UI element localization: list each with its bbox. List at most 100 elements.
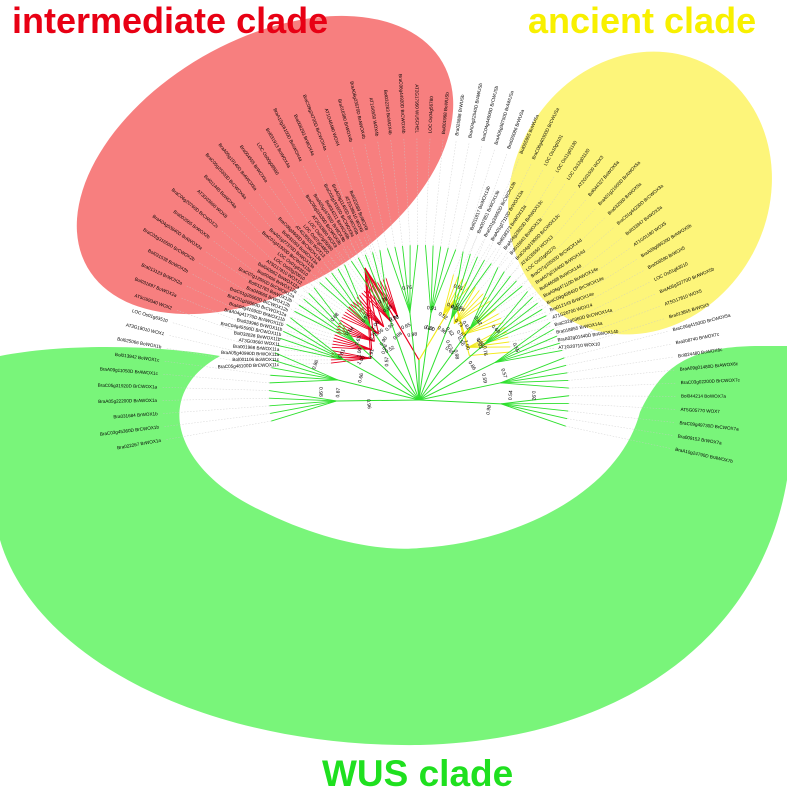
wus-leaf-branch	[450, 263, 492, 320]
ancient-leaf-branch	[469, 351, 511, 357]
ancient-guide-line	[471, 247, 497, 285]
wus-leaf-label: Bol044214 BoWOX7a	[681, 394, 726, 399]
intermediate-leaf-branch	[366, 288, 391, 322]
wus-leaf-label: Bol032283 BoWOX4b	[383, 90, 393, 136]
wus-guide-line	[516, 198, 587, 282]
wus-guide-line	[314, 159, 359, 258]
ancient-bootstrap-value: 0.56	[456, 336, 466, 348]
ancient-bootstrap-value: 0.81	[461, 320, 471, 332]
wus-leaf-branch	[271, 367, 338, 381]
wus-leaf-branch	[272, 359, 339, 381]
wus-leaf-branch	[409, 244, 419, 314]
ancient-bootstrap-value: 0.52	[437, 311, 449, 321]
intermediate-leaf-label: AT3G03660 WOX11	[238, 338, 280, 348]
wus-guide-line	[556, 293, 657, 337]
wus-leaf-branch	[268, 390, 337, 402]
wus-leaf-label: AT2G17950 WUSCHEL	[414, 84, 419, 133]
wus-guide-line	[326, 153, 366, 255]
wus-guide-line	[462, 148, 496, 252]
wus-guide-line	[532, 226, 615, 298]
intermediate-guide-line	[284, 340, 332, 348]
intermediate-guide-line	[283, 354, 332, 357]
intermediate-leaf-branch	[330, 357, 371, 364]
intermediate-guide-line	[283, 349, 332, 354]
wus-leaf-branch	[269, 400, 337, 407]
wus-bootstrap-value: 0.88	[475, 337, 486, 349]
intermediate-leaf-branch	[352, 301, 385, 328]
intermediate-leaf-branch	[337, 325, 375, 342]
wus-guide-line	[161, 387, 270, 391]
wus-leaf-branch	[483, 302, 538, 345]
intermediate-guide-line	[334, 253, 365, 292]
wus-bootstrap-value: 1.00	[356, 355, 367, 367]
wus-guide-line	[290, 170, 345, 265]
wus-leaf-branch	[290, 317, 345, 361]
intermediate-leaf-branch	[361, 292, 391, 322]
intermediate-leaf-branch	[333, 337, 372, 351]
wus-bootstrap-value: 0.65	[444, 346, 456, 357]
wus-bootstrap-value: 0.61	[337, 348, 347, 360]
intermediate-leaf-label: Bol001106 BoWOX11c	[232, 357, 279, 362]
wus-leaf-branch	[494, 335, 558, 364]
ancient-bootstrap-value: 0.67	[444, 339, 454, 351]
ancient-leaf-branch	[442, 274, 454, 316]
wus-leaf-branch	[274, 352, 339, 381]
intermediate-leaf-branch	[336, 328, 375, 342]
wus-leaf-branch	[303, 298, 356, 343]
wus-leaf-branch	[294, 310, 356, 343]
wus-bootstrap-value: 0.52	[384, 345, 396, 355]
wus-leaf-branch	[500, 357, 565, 384]
ancient-guide-line	[492, 278, 529, 306]
wus-guide-line	[279, 177, 339, 269]
wus-guide-line	[185, 285, 284, 332]
wus-leaf-branch	[450, 253, 471, 320]
wus-leaf-branch	[269, 397, 337, 402]
wus-leaf-branch	[494, 342, 560, 364]
wus-internal-branch	[418, 362, 496, 401]
intermediate-bootstrap-value: 0.57	[384, 356, 390, 366]
wus-bootstrap-value: 0.91	[427, 305, 437, 312]
intermediate-internal-branch	[364, 267, 373, 350]
wus-guide-line	[564, 330, 670, 359]
wus-leaf-branch	[430, 245, 434, 314]
wus-guide-line	[537, 236, 624, 304]
wus-leaf-branch	[277, 345, 345, 361]
wus-guide-line	[553, 281, 651, 330]
ancient-guide-line	[489, 273, 524, 302]
intermediate-bootstrap-value: 1.00	[370, 320, 381, 331]
intermediate-guide-line	[367, 233, 387, 279]
wus-leaf-branch	[500, 403, 569, 412]
wus-leaf-branch	[430, 249, 457, 314]
wus-guide-line	[546, 258, 639, 316]
wus-guide-line	[527, 216, 606, 292]
intermediate-bootstrap-value: 0.92	[361, 313, 372, 325]
ancient-bootstrap-value: 0.93	[475, 339, 484, 350]
ancient-leaf-branch	[462, 322, 504, 335]
wus-guide-line	[565, 425, 672, 449]
wus-bootstrap-value: 0.68	[330, 312, 341, 323]
ancient-guide-line	[475, 252, 503, 288]
wus-leaf-branch	[494, 328, 554, 363]
intermediate-guide-line	[286, 330, 334, 342]
intermediate-guide-line	[358, 237, 381, 282]
wus-guide-line	[364, 142, 388, 249]
wus-guide-line	[268, 185, 332, 274]
wus-leaf-branch	[469, 280, 517, 330]
wus-internal-branch	[337, 379, 420, 401]
intermediate-bootstrap-value: 0.63	[354, 335, 363, 346]
ancient-guide-line	[500, 297, 541, 319]
ancient-guide-line	[479, 257, 509, 291]
intermediate-leaf-branch	[332, 343, 372, 351]
wus-leaf-branch	[468, 267, 499, 330]
wus-leaf-branch	[500, 364, 567, 384]
wus-internal-branch	[418, 344, 485, 401]
intermediate-bootstrap-value: 0.78	[389, 314, 401, 324]
wus-leaf-branch	[500, 380, 569, 384]
wus-leaf-branch	[271, 400, 337, 422]
intermediate-guide-line	[313, 273, 351, 305]
ancient-bootstrap-value: 0.61	[446, 302, 458, 312]
wus-bootstrap-value: 0.86	[467, 360, 477, 372]
wus-leaf-label: Bra031684 BrWOX1b	[113, 411, 158, 419]
wus-leaf-branch	[483, 296, 534, 345]
